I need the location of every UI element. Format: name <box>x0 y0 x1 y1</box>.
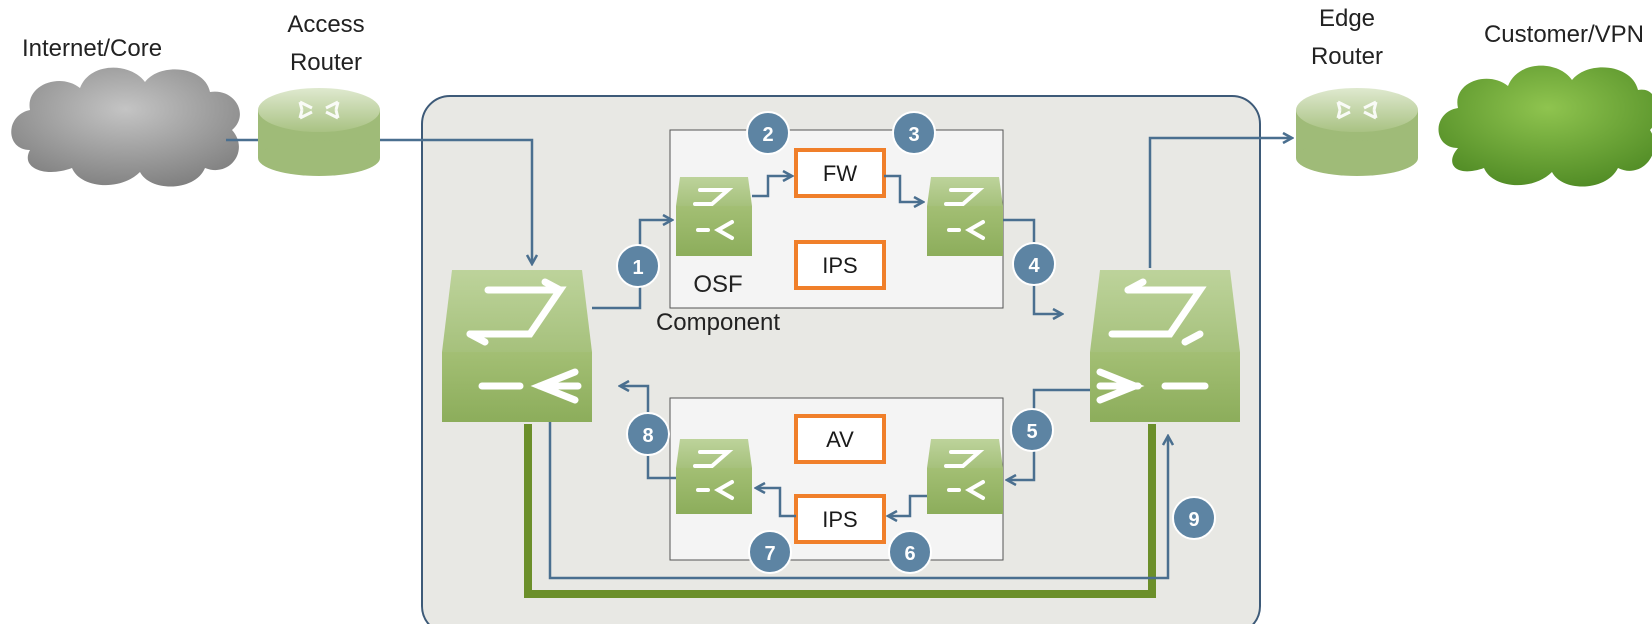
step-badge-4: 4 <box>1012 242 1056 286</box>
svg-text:3: 3 <box>908 124 919 146</box>
internet-cloud-icon <box>11 67 240 187</box>
edge-router-label-line1: Edge <box>1319 5 1375 32</box>
bypass-path <box>524 424 1156 598</box>
svg-text:1: 1 <box>632 257 643 279</box>
step-badge-9: 9 <box>1172 496 1216 540</box>
edge-router-icon <box>1296 88 1418 176</box>
small-switch-top-right-icon <box>927 177 1003 256</box>
step-badge-7: 7 <box>748 530 792 574</box>
step-badge-3: 3 <box>892 111 936 155</box>
flow-step-9 <box>548 422 1168 580</box>
step-badge-1: 1 <box>616 244 660 288</box>
access-router-icon <box>258 88 380 176</box>
svg-text:8: 8 <box>642 425 653 447</box>
small-switch-top-left-icon <box>676 177 752 256</box>
step-badge-6: 6 <box>888 530 932 574</box>
svg-text:4: 4 <box>1028 255 1040 277</box>
customer-vpn-cloud-icon <box>1438 65 1652 187</box>
fw-label: FW <box>823 161 857 186</box>
flow-right-switch-to-edge <box>1148 138 1292 268</box>
osf-label: OSF <box>693 271 742 298</box>
right-switch-icon <box>1090 270 1240 422</box>
edge-router-label-line2: Router <box>1311 43 1383 70</box>
flow-step-3 <box>884 174 923 202</box>
component-label: Component <box>656 309 780 336</box>
fw-box <box>794 148 886 198</box>
flow-access-to-left-switch <box>380 138 532 264</box>
ips-top-box <box>794 240 886 290</box>
customer-vpn-label: Customer/VPN <box>1484 21 1644 48</box>
flow-step-2 <box>752 176 792 198</box>
flow-step-7 <box>756 488 796 518</box>
osf-enclosure <box>421 95 1261 624</box>
left-switch-icon <box>442 270 592 422</box>
svg-text:7: 7 <box>764 543 775 565</box>
svg-text:5: 5 <box>1026 421 1037 443</box>
svg-text:6: 6 <box>904 543 915 565</box>
access-router-label-line2: Router <box>290 49 362 76</box>
step-badge-2: 2 <box>746 111 790 155</box>
internet-core-label: Internet/Core <box>22 35 162 62</box>
access-router-label-line1: Access <box>287 11 364 38</box>
ips-top-label: IPS <box>822 253 857 278</box>
ips-bottom-box <box>794 494 886 544</box>
svg-text:2: 2 <box>762 124 773 146</box>
av-label: AV <box>826 427 854 452</box>
step-badge-8: 8 <box>626 412 670 456</box>
step-badge-5: 5 <box>1010 408 1054 452</box>
ips-bottom-label: IPS <box>822 507 857 532</box>
small-switch-bottom-left-icon <box>676 439 752 514</box>
flow-step-6 <box>888 494 927 516</box>
small-switch-bottom-right-icon <box>927 439 1003 514</box>
av-box <box>794 414 886 464</box>
svg-text:9: 9 <box>1188 509 1199 531</box>
